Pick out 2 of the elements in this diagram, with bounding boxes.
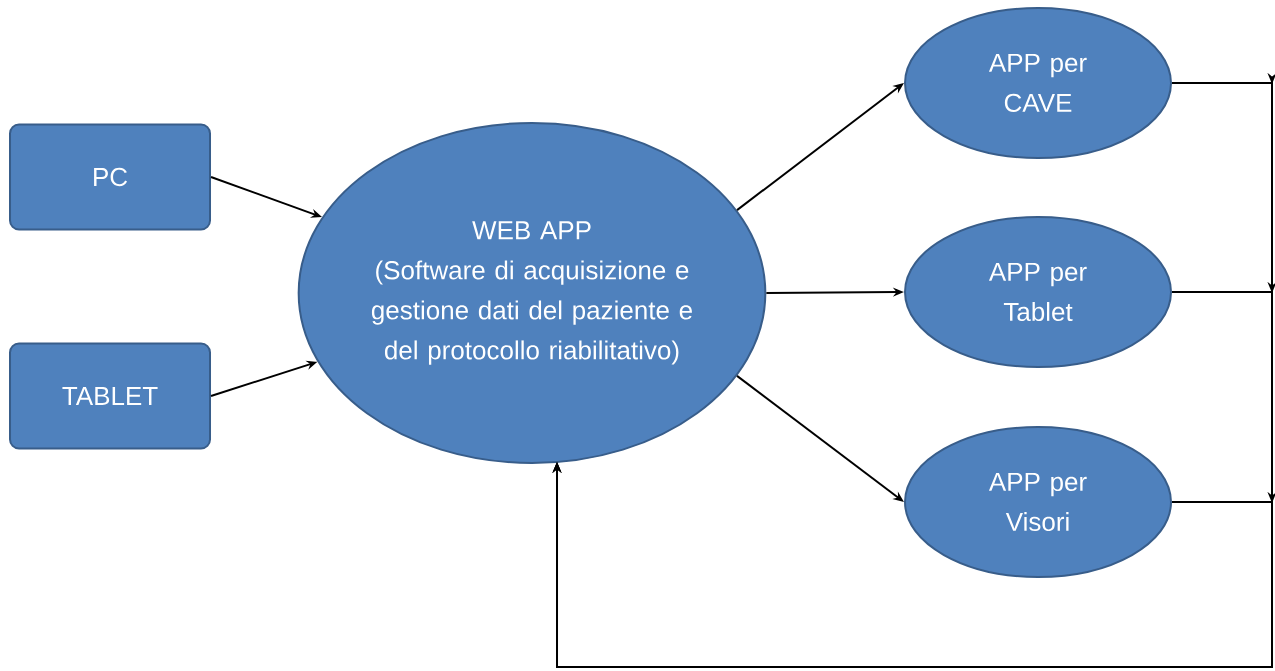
process-box: TABLET [9,342,211,450]
process-box: PC [9,123,211,231]
